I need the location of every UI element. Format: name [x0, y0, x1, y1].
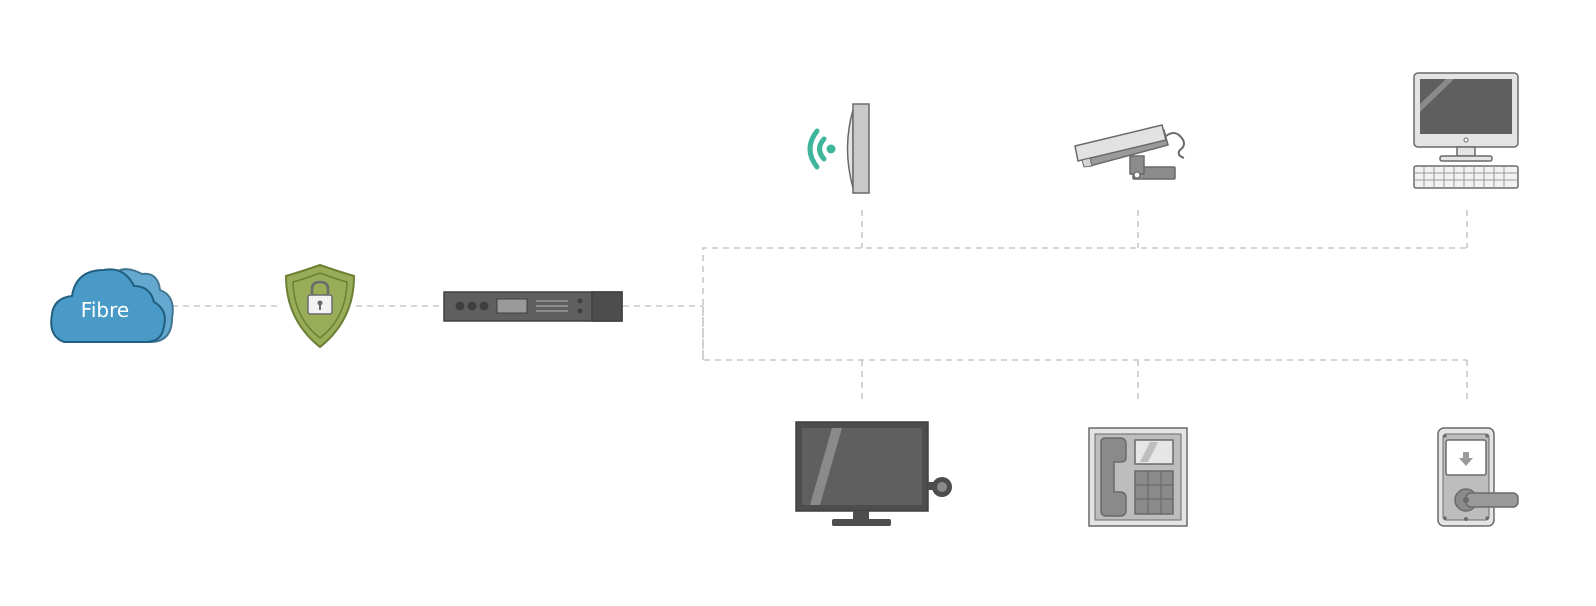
intercom-phone-node	[1088, 427, 1188, 527]
connector-upper-bus	[702, 247, 1467, 360]
television-icon	[795, 421, 952, 526]
cctv-camera-node	[1074, 124, 1185, 180]
switch-node	[443, 291, 623, 322]
connectors	[172, 210, 1468, 402]
desktop-computer-icon	[1413, 72, 1519, 189]
cloud-node: Fibre	[50, 268, 174, 343]
shield-lock-icon	[284, 263, 356, 349]
cloud-label: Fibre	[81, 298, 129, 322]
intercom-phone-icon	[1088, 427, 1188, 527]
connector-lower-bus	[702, 306, 1467, 361]
door-lock-node	[1437, 427, 1519, 527]
desktop-computer-node	[1413, 72, 1519, 189]
wifi-access-point-node	[807, 103, 870, 194]
firewall-node	[284, 263, 356, 349]
wifi-access-point-icon	[807, 103, 870, 194]
cctv-camera-icon	[1074, 124, 1185, 180]
door-lock-icon	[1437, 427, 1519, 527]
network-switch-icon	[443, 291, 623, 322]
cloud-icon	[50, 268, 174, 343]
television-node	[795, 421, 952, 526]
